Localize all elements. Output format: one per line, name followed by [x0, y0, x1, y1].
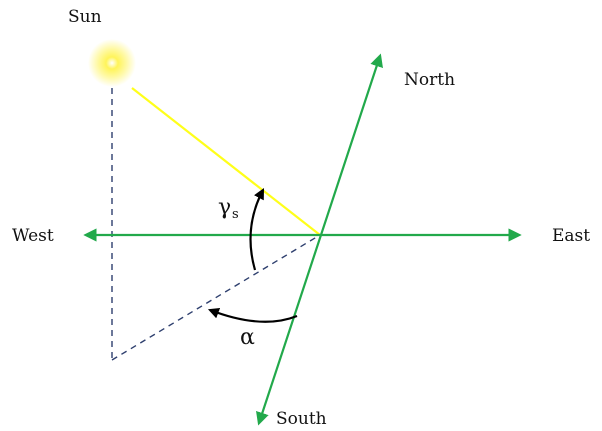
north-label: North: [404, 70, 455, 90]
sun-altitude-arc: [249, 188, 265, 271]
sun-projection-dashed-line: [111, 234, 321, 361]
azimuth-symbol: α: [240, 325, 255, 350]
east-label: East: [552, 226, 590, 246]
south-label: South: [276, 409, 327, 429]
west-label: West: [12, 226, 54, 246]
sun-altitude-subscript: s: [232, 207, 239, 222]
sun-altitude-symbol: γ: [218, 195, 231, 220]
sun-glow-icon: [88, 39, 136, 87]
azimuth-arc: [207, 308, 298, 323]
south-north-axis: [256, 53, 383, 426]
sun-label: Sun: [68, 7, 102, 27]
